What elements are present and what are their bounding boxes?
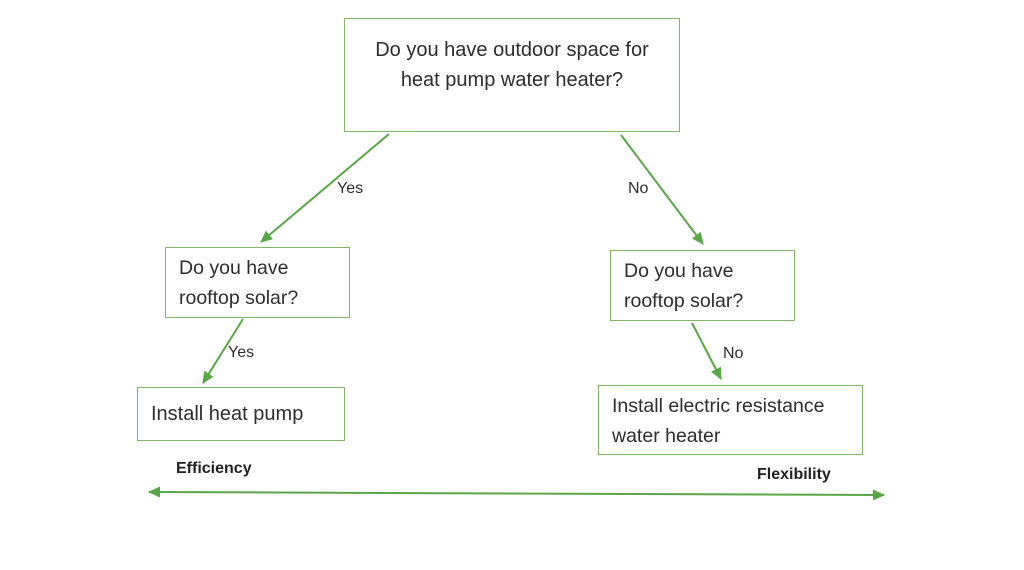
node-text-line: Do you have outdoor space for	[375, 39, 649, 61]
edge-label-root-yes: Yes	[337, 180, 364, 197]
edge-label-left-yes: Yes	[228, 344, 255, 361]
node-left-rooftop-question: Do you have rooftop solar?	[165, 247, 350, 318]
edge-label-right-no: No	[723, 345, 744, 362]
efficiency-flexibility-axis-arrow	[148, 486, 885, 501]
node-text-line: heat pump water heater?	[400, 69, 624, 91]
node-text-line: rooftop solar?	[624, 290, 744, 312]
node-install-electric-resistance: Install electric resistance water heater	[598, 385, 863, 455]
edge-root-to-left-question	[260, 133, 390, 243]
node-text-line: Install electric resistance	[612, 395, 825, 417]
node-root-question: Do you have outdoor space for heat pump …	[344, 18, 680, 132]
node-text-line: Do you have	[179, 257, 289, 279]
axis-label-flexibility: Flexibility	[757, 466, 831, 483]
edge-right-question-to-result	[691, 322, 722, 380]
node-text-line: Install heat pump	[151, 403, 304, 425]
node-right-rooftop-question: Do you have rooftop solar?	[610, 250, 795, 321]
node-text-line: rooftop solar?	[179, 287, 299, 309]
node-install-heat-pump: Install heat pump	[137, 387, 345, 441]
edge-left-question-to-result	[202, 318, 244, 384]
edge-label-root-no: No	[628, 180, 649, 197]
node-text-line: water heater	[612, 425, 721, 447]
edge-root-to-right-question	[620, 134, 704, 245]
axis-label-efficiency: Efficiency	[176, 460, 252, 477]
node-text-line: Do you have	[624, 260, 734, 282]
